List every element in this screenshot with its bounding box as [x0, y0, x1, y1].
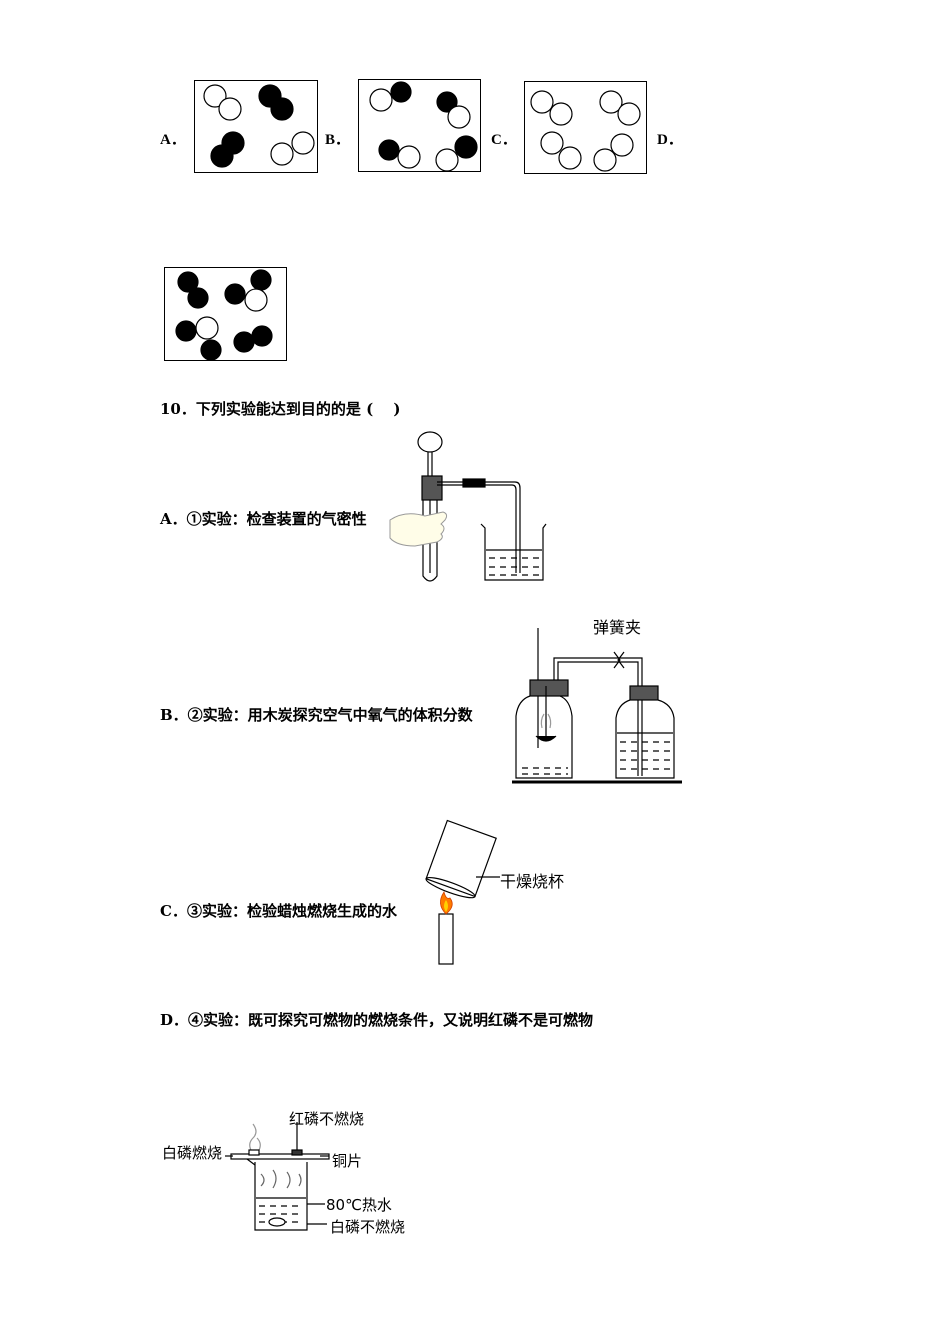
option-c-particle-diagram	[530, 90, 641, 172]
q10-option-d-text: D．④实验：既可探究可燃物的燃烧条件，又说明红磷不是可燃物	[160, 1011, 594, 1029]
candle-water-test-diagram	[425, 819, 500, 965]
oxygen-volume-apparatus-diagram	[512, 628, 682, 784]
copper-sheet-label: 铜片	[332, 1152, 363, 1170]
red-phosphorus-label: 红磷不燃烧	[289, 1110, 365, 1128]
spring-clip-label: 弹簧夹	[593, 618, 642, 637]
option-d-particle-box	[164, 267, 287, 361]
dry-beaker-label: 干燥烧杯	[500, 872, 565, 891]
q10-option-c-text: C．③实验：检验蜡烛燃烧生成的水	[160, 902, 397, 920]
option-a-particle-box	[194, 80, 318, 173]
q10-option-a-text: A．①实验：检查装置的气密性	[160, 510, 367, 528]
option-d-letter: D．	[657, 132, 683, 148]
option-d-particle-diagram	[175, 269, 273, 361]
white-phosphorus-not-burning-label: 白磷不燃烧	[330, 1218, 406, 1236]
option-b-particle-diagram	[369, 81, 478, 172]
hot-water-label: 80℃热水	[326, 1196, 392, 1214]
option-b-letter: B．	[325, 132, 351, 148]
white-phosphorus-burning-label: 白磷燃烧	[162, 1144, 223, 1162]
option-a-letter: A．	[160, 132, 186, 148]
airtightness-apparatus-diagram	[389, 431, 547, 582]
option-b-particle-box	[358, 79, 481, 172]
question-10-stem: 10．下列实验能达到目的的是 ( )	[160, 400, 401, 418]
option-a-particle-diagram	[203, 84, 315, 168]
option-c-particle-box	[524, 81, 647, 174]
q10-option-b-text: B．②实验：用木炭探究空气中氧气的体积分数	[160, 706, 473, 724]
option-c-letter: C．	[491, 132, 517, 148]
combustion-conditions-apparatus-diagram	[225, 1122, 330, 1231]
